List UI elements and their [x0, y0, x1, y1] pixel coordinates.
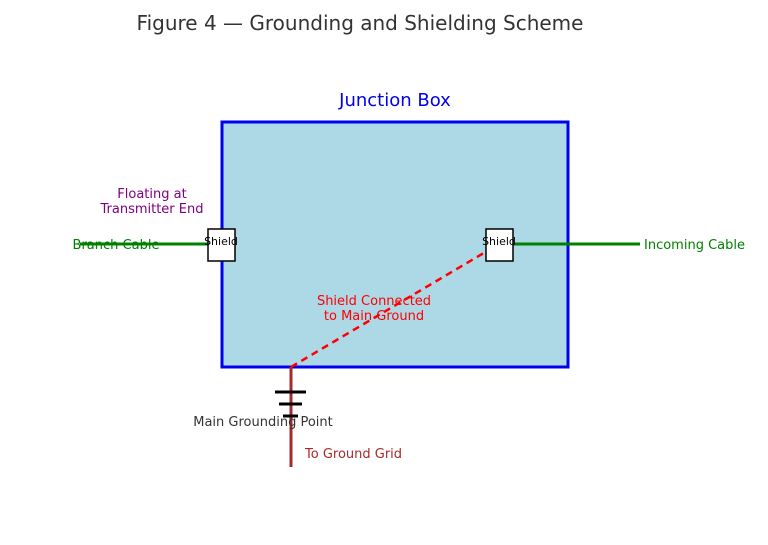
- figure-title: Figure 4 — Grounding and Shielding Schem…: [137, 11, 584, 35]
- main-grounding-point-label: Main Grounding Point: [193, 415, 333, 430]
- floating-label-line1: Floating at: [117, 187, 186, 202]
- shield-ground-connection: [290, 242, 500, 369]
- left-shield-box: [207, 228, 236, 262]
- shield-connected-line2: to Main Ground: [324, 309, 424, 324]
- left-shield-label: Shield: [204, 235, 238, 248]
- right-shield-label: Shield: [482, 235, 516, 248]
- ground-grid-label: To Ground Grid: [304, 447, 402, 462]
- ground-symbol-icon: [275, 390, 306, 418]
- shield-connected-line1: Shield Connected: [317, 294, 431, 309]
- right-shield-box: [485, 228, 514, 262]
- floating-label-line2: Transmitter End: [99, 202, 203, 217]
- junction-box-label: Junction Box: [338, 90, 451, 111]
- incoming-cable-label: Incoming Cable: [644, 238, 745, 253]
- branch-cable-label: Branch Cable: [73, 238, 160, 253]
